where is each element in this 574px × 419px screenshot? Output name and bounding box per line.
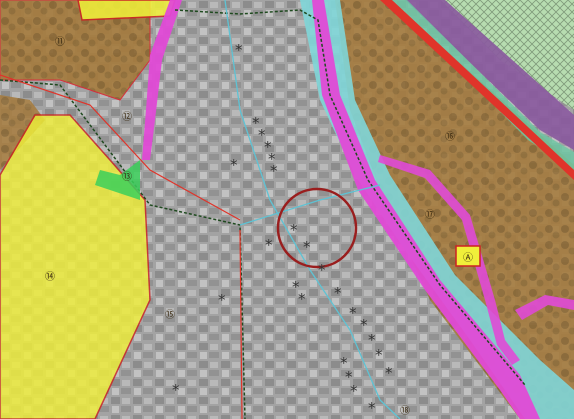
asterisk: *	[368, 331, 376, 349]
street-line-2	[239, 184, 381, 226]
zone-label-16: ⑯	[445, 131, 455, 143]
asterisk: *	[264, 138, 272, 156]
residential-zone-southwest	[0, 114, 151, 419]
asterisk: *	[265, 236, 273, 254]
zone-label-17: ⑰	[425, 209, 435, 221]
asterisk: *	[349, 304, 357, 322]
zone-label-12: ⑫	[122, 111, 132, 123]
asterisk: *	[235, 41, 243, 59]
rail-corridor	[405, 0, 574, 150]
asterisk: *	[340, 354, 348, 372]
asterisk: *	[318, 261, 326, 279]
stream-bank	[142, 0, 182, 160]
asterisk: *	[334, 284, 342, 302]
asterisk-markers: * * * * * * * * * * * * * * * * * * * * …	[172, 41, 393, 417]
asterisk: *	[290, 221, 298, 239]
river-bank-east	[378, 155, 520, 365]
street-line-1	[224, 0, 401, 419]
road-line-south	[239, 229, 243, 419]
asterisk: *	[303, 238, 311, 256]
asterisk: *	[268, 150, 276, 168]
boundary-line-east	[174, 9, 526, 386]
residential-zone-north	[77, 0, 176, 21]
asterisk: *	[218, 291, 226, 309]
asterisk: *	[258, 126, 266, 144]
highlighted-parcel[interactable]	[455, 245, 481, 267]
zone-label-13: ⑬	[122, 171, 132, 183]
asterisk: *	[385, 364, 393, 382]
selection-circle[interactable]	[276, 187, 358, 269]
main-road	[380, 0, 574, 180]
asterisk: *	[360, 316, 368, 334]
zone-label-14: ⑭	[45, 271, 55, 283]
asterisk: *	[172, 381, 180, 399]
marker-a-label: Ⓐ	[463, 252, 473, 264]
green-patch	[95, 160, 140, 200]
asterisk: *	[292, 278, 300, 296]
river-bank-west	[312, 0, 540, 419]
zone-label-15: ⑮	[165, 309, 175, 321]
road-line-west	[0, 74, 241, 221]
asterisk: *	[350, 382, 358, 400]
zone-label-11: ⑪	[55, 36, 65, 48]
asterisk: *	[345, 368, 353, 386]
asterisk: *	[298, 290, 306, 308]
zone-label-18: ⑱	[400, 405, 410, 417]
agricultural-zone-northwest	[0, 0, 151, 101]
boundary-line-west	[0, 79, 246, 419]
bank-spur	[515, 295, 574, 320]
asterisk: *	[368, 399, 376, 417]
asterisk: *	[270, 162, 278, 180]
agricultural-zone-west	[0, 95, 45, 170]
asterisk: *	[230, 156, 238, 174]
asterisk: *	[375, 346, 383, 364]
asterisk: *	[252, 114, 260, 132]
